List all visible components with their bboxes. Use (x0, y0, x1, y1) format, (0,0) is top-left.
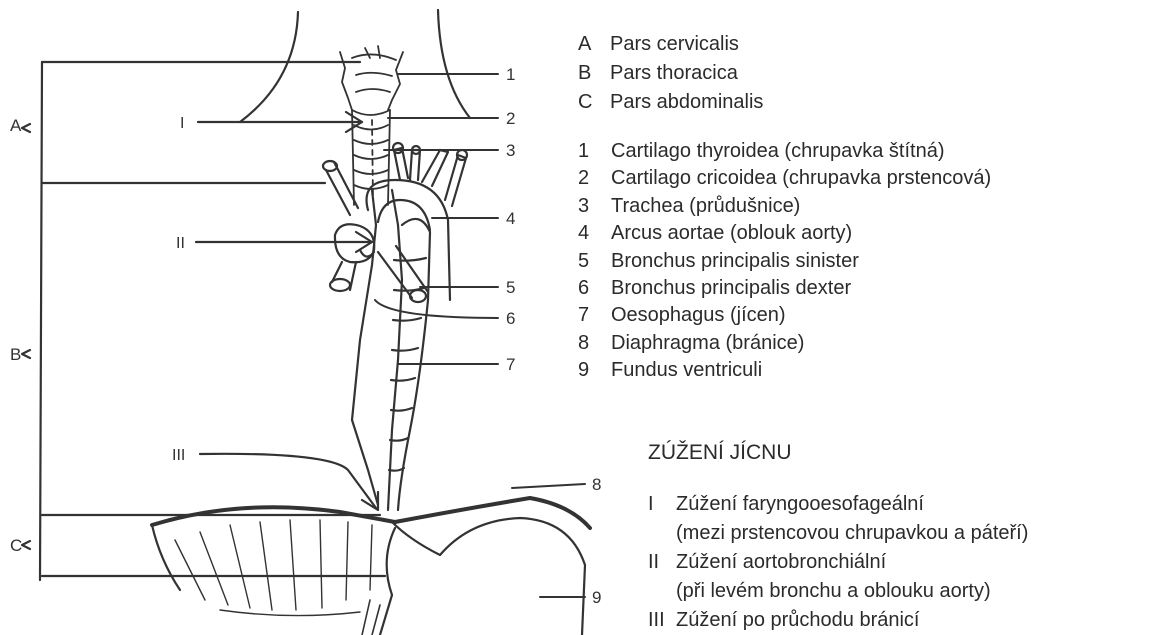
section-bracket-b (22, 350, 380, 515)
legend-text: Trachea (průdušnice) (611, 193, 800, 220)
number-5: 5 (506, 278, 515, 297)
section-label-b: B (10, 345, 21, 364)
number-2: 2 (506, 109, 515, 128)
section-bracket-c (22, 541, 385, 576)
legend-row: IZúžení faryngooesofageální (648, 490, 1028, 519)
legend-key: 9 (578, 357, 611, 384)
legend-subtext: (při levém bronchu a oblouku aorty) (648, 577, 1028, 606)
legend-key: III (648, 606, 676, 635)
legend-key: 1 (578, 138, 611, 165)
legend-text: Pars abdominalis (610, 88, 763, 117)
number-3: 3 (506, 141, 515, 160)
legend-row: IIZúžení aortobronchiální (648, 548, 1028, 577)
legend-row: IIIZúžení po průchodu bránicí (648, 606, 1028, 635)
fundus-ventriculi (362, 518, 585, 635)
number-8: 8 (592, 475, 601, 494)
roman-label-2: II (176, 235, 185, 252)
legend-subtext: (mezi prstencovou chrupavkou a páteří) (648, 519, 1028, 548)
legend-row: 7Oesophagus (jícen) (578, 302, 991, 329)
legend-text: Pars thoracica (610, 59, 738, 88)
legend-row: 5Bronchus principalis sinister (578, 248, 991, 275)
legend-row: CPars abdominalis (578, 88, 763, 117)
legend-text: Arcus aortae (oblouk aorty) (611, 220, 852, 247)
legend-row: 1Cartilago thyroidea (chrupavka štítná) (578, 138, 991, 165)
legend-row: 9Fundus ventriculi (578, 357, 991, 384)
legend-row: 3Trachea (průdušnice) (578, 193, 991, 220)
legend-key: 5 (578, 248, 611, 275)
legend-row: APars cervicalis (578, 30, 763, 59)
legend-text: Pars cervicalis (610, 30, 739, 59)
legend-key: 4 (578, 220, 611, 247)
narrowings-title: ZÚŽENÍ JÍCNU (648, 441, 792, 465)
number-9: 9 (592, 588, 601, 607)
legend-row: 6Bronchus principalis dexter (578, 275, 991, 302)
section-label-c: C (10, 536, 22, 555)
legend-text: Diaphragma (bránice) (611, 330, 804, 357)
legend-text: Cartilago thyroidea (chrupavka štítná) (611, 138, 945, 165)
legend-key: I (648, 490, 676, 519)
number-4: 4 (506, 209, 515, 228)
neck-left-outline (240, 12, 298, 122)
legend-text: Cartilago cricoidea (chrupavka prstencov… (611, 165, 991, 192)
neck-right-outline (438, 10, 470, 118)
legend-key: B (578, 59, 610, 88)
narrowing-arrows (196, 112, 378, 510)
legend-key: 8 (578, 330, 611, 357)
number-7: 7 (506, 355, 515, 374)
roman-label-3: III (172, 447, 185, 464)
thyroid-cartilage (340, 46, 403, 110)
legend-text: Zúžení aortobronchiální (676, 548, 886, 577)
structure-legend: 1Cartilago thyroidea (chrupavka štítná) … (578, 138, 991, 385)
number-6: 6 (506, 309, 515, 328)
legend-key: 2 (578, 165, 611, 192)
number-1: 1 (506, 65, 515, 84)
legend-text: Fundus ventriculi (611, 357, 762, 384)
legend-key: 7 (578, 302, 611, 329)
legend-key: II (648, 548, 676, 577)
section-legend: APars cervicalis BPars thoracica CPars a… (578, 30, 763, 117)
bronchi (330, 224, 428, 302)
legend-row: 4Arcus aortae (oblouk aorty) (578, 220, 991, 247)
narrowings-legend: IZúžení faryngooesofageální (mezi prsten… (648, 490, 1028, 635)
legend-text: Oesophagus (jícen) (611, 302, 786, 329)
legend-key: C (578, 88, 610, 117)
section-bracket-a (22, 62, 360, 580)
legend-text: Bronchus principalis dexter (611, 275, 851, 302)
legend-key: 3 (578, 193, 611, 220)
legend-text: Bronchus principalis sinister (611, 248, 859, 275)
legend-key: 6 (578, 275, 611, 302)
section-label-a: A (10, 116, 22, 135)
legend-key: A (578, 30, 610, 59)
legend-row: 8Diaphragma (bránice) (578, 330, 991, 357)
roman-label-1: I (180, 115, 184, 132)
legend-text: Zúžení faryngooesofageální (676, 490, 924, 519)
legend-row: 2Cartilago cricoidea (chrupavka prstenco… (578, 165, 991, 192)
legend-text: Zúžení po průchodu bránicí (676, 606, 920, 635)
legend-row: BPars thoracica (578, 59, 763, 88)
